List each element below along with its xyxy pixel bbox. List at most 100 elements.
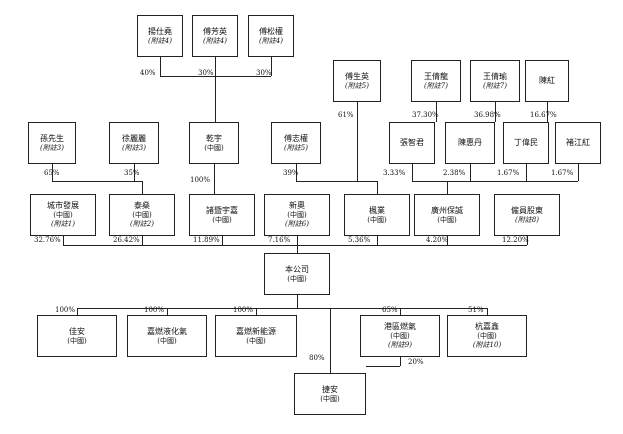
ownership-percentage: 100% [144,306,165,314]
entity-box-zhuji: 諸暨宇嘉(中國) [189,194,255,236]
connector-line [330,308,331,373]
entity-jurisdiction: (中國) [157,336,177,345]
entity-box-jiaran-lq: 嘉燃液化氣(中國) [127,315,207,357]
ownership-percentage: 1.67% [497,169,520,177]
entity-name: 嘉燃液化氣 [147,326,187,336]
entity-name: 褚江紅 [566,138,590,147]
connector-line [52,181,142,182]
ownership-percentage: 100% [190,176,211,184]
ownership-percentage: 80% [309,354,325,362]
connector-line [357,102,358,181]
entity-note: (附註7) [424,81,448,90]
entity-box-gzbc: 廣州保誠(中國) [414,194,480,236]
entity-name: 諸暨宇嘉 [206,205,238,215]
connector-line [526,164,527,181]
entity-name: 泰燊 [134,201,150,211]
ownership-percentage: 4.20% [426,236,449,244]
connector-line [400,308,401,315]
entity-note: (附註7) [483,81,507,90]
ownership-percentage: 65% [382,306,398,314]
connector-line [134,164,135,181]
entity-name: 港區燃氣 [384,322,416,332]
ownership-percentage: 30% [198,69,214,77]
entity-jurisdiction: (中國) [477,332,497,341]
connector-line [222,236,223,245]
connector-line [167,308,168,315]
ownership-percentage: 2.38% [443,169,466,177]
entity-box-company: 本公司(中國) [264,253,330,295]
connector-line [547,102,548,122]
entity-box-wang-q: 王倩龍(附註7) [411,60,461,102]
entity-note: (附註8) [515,215,539,224]
connector-line [142,236,143,245]
connector-line [436,102,437,122]
entity-box-wang-y: 王倩瑜(附註7) [470,60,520,102]
entity-note: (附註5) [345,81,369,90]
entity-name: 佳安 [69,326,85,336]
entity-box-tai: 泰燊(中國)(附註2) [109,194,175,236]
entity-box-jiaran-xny: 嘉燃新能源(中國) [215,315,297,357]
ownership-percentage: 61% [338,111,354,119]
entity-name: 徐麗麗 [122,133,146,143]
ownership-percentage: 40% [140,69,156,77]
connector-line [578,164,579,181]
ownership-percentage: 3.33% [383,169,406,177]
entity-name: 陳紅 [539,76,555,85]
entity-name: 王倩瑜 [483,71,507,81]
entity-jurisdiction: (中國) [212,215,232,224]
ownership-percentage: 12.20% [502,236,529,244]
connector-line [297,236,298,245]
ownership-percentage: 65% [44,169,60,177]
ownership-percentage: 20% [408,358,424,366]
ownership-percentage: 26.42% [113,236,140,244]
ownership-percentage: 5.36% [348,236,371,244]
entity-box-fu-sy: 傅生英(附註5) [333,60,381,102]
entity-jurisdiction: (中國) [53,211,73,220]
entity-jurisdiction: (中國) [367,215,387,224]
entity-name: 傅松權 [259,26,283,36]
connector-line [527,236,528,245]
ownership-percentage: 35% [124,169,140,177]
connector-line [142,181,143,194]
connector-line [366,366,400,367]
entity-name: 揚仕堯 [148,26,172,36]
connector-line [296,164,297,181]
connector-line [256,308,257,315]
entity-name: 僱員股東 [511,205,543,215]
entity-box-chen-h: 陳紅 [525,60,569,102]
entity-box-emp: 僱員股東(附註8) [494,194,560,236]
connector-line [447,181,448,194]
entity-name: 楓業 [369,205,385,215]
entity-note: (附註2) [130,220,154,228]
entity-note: (附註3) [122,143,146,152]
connector-line [400,357,401,366]
ownership-percentage: 36.98% [474,111,501,119]
connector-line [63,236,64,245]
ownership-percentage: 11.89% [193,236,220,244]
entity-box-xinao: 新奧(中國)(附註6) [264,194,330,236]
entity-note: (附註5) [284,143,308,152]
entity-name: 嘉燃新能源 [236,326,276,336]
entity-note: (附註4) [203,36,227,45]
ownership-percentage: 7.16% [268,236,291,244]
connector-line [412,164,413,181]
entity-note: (附註4) [148,36,172,45]
connector-line [77,308,487,309]
entity-name: 新奧 [289,201,305,211]
entity-box-chu: 褚江紅 [555,122,601,164]
entity-jurisdiction: (中國) [204,143,224,152]
entity-jurisdiction: (中國) [132,211,152,220]
connector-line [447,236,448,245]
entity-jurisdiction: (中國) [390,332,410,341]
entity-jurisdiction: (中國) [246,336,266,345]
entity-jurisdiction: (中國) [67,336,87,345]
entity-box-ding: 丁偉民 [503,122,549,164]
connector-line [77,308,78,315]
entity-name: 傅生英 [345,71,369,81]
entity-name: 傅志權 [284,133,308,143]
entity-box-chen-hd: 陳惠丹 [445,122,495,164]
entity-box-ganggu: 港區燃氣(中國)(附註9) [360,315,440,357]
entity-name: 乾宇 [206,133,222,143]
entity-note: (附註6) [285,220,309,228]
ownership-percentage: 16.67% [530,111,557,119]
